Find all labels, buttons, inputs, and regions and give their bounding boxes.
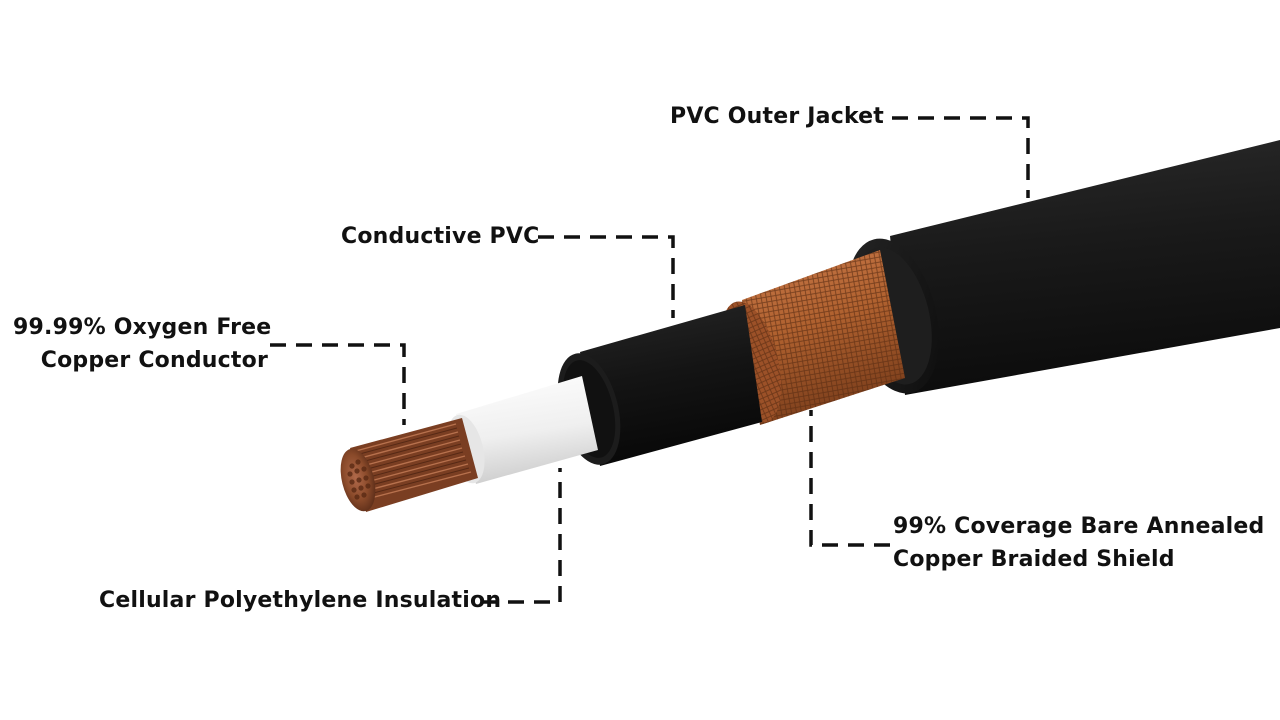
label-insulation: Cellular Polyethylene Insulation [99, 588, 502, 613]
label-conductor: 99.99% Oxygen Free Copper Conductor [13, 311, 272, 377]
leader-insulation [482, 468, 562, 604]
label-outer-jacket: PVC Outer Jacket [670, 104, 885, 129]
label-conductive-pvc: Conductive PVC [341, 224, 540, 249]
copper-conductor [340, 418, 478, 512]
label-shield-line2: Copper Braided Shield [893, 547, 1175, 572]
label-shield-line1: 99% Coverage Bare Annealed [893, 514, 1265, 539]
label-conductor-line2: Copper Conductor [40, 348, 268, 373]
label-braided-shield: 99% Coverage Bare Annealed Copper Braide… [893, 510, 1264, 576]
leader-conductor [270, 343, 406, 425]
leader-conductive-pvc [538, 235, 675, 318]
leader-braided-shield [809, 410, 890, 547]
leader-outer-jacket [892, 116, 1030, 198]
label-conductor-line1: 99.99% Oxygen Free [13, 315, 272, 340]
